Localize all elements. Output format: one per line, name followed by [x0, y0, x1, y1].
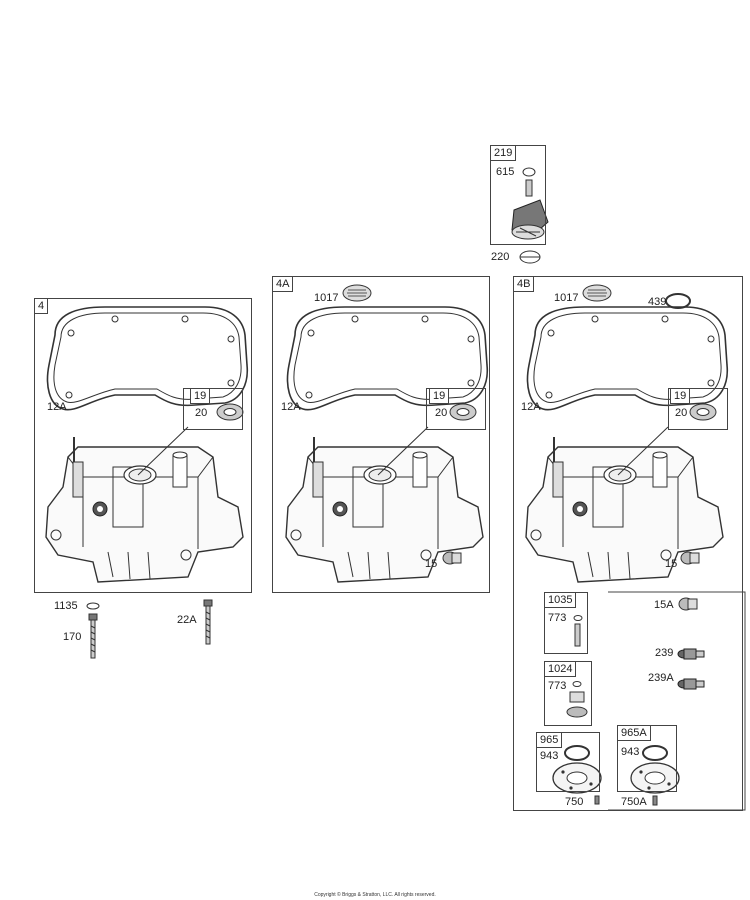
part-170-label: 170 [63, 631, 82, 643]
part-773-label: 773 [548, 680, 567, 692]
bolt-170-drawing [88, 613, 98, 659]
part-1017-label: 1017 [554, 292, 579, 304]
kit-19-tag: 19 [429, 388, 450, 404]
kit-19-frame [668, 388, 728, 430]
kit-219-tag: 219 [490, 145, 517, 161]
kit-19-tag: 19 [670, 388, 691, 404]
part-12a-label: 12A [521, 401, 541, 413]
screw-750a-drawing [652, 795, 658, 806]
part-15a-label: 15A [654, 599, 674, 611]
part-20-label: 20 [435, 407, 448, 419]
part-220-label: 220 [491, 251, 510, 263]
copyright-notice: Copyright © Briggs & Stratton, LLC. All … [314, 892, 436, 898]
kit-19-tag: 19 [190, 388, 211, 404]
kit-4-tag: 4 [34, 298, 49, 314]
kit-4a-frame [272, 276, 490, 593]
part-20-label: 20 [675, 407, 688, 419]
part-615-label: 615 [496, 166, 515, 178]
part-12a-label: 12A [47, 401, 67, 413]
kit-4-frame [34, 298, 252, 593]
kit-219-frame [490, 145, 546, 245]
kit-19-frame [426, 388, 486, 430]
part-439-label: 439 [648, 296, 667, 308]
part-943-label: 943 [621, 746, 640, 758]
part-20-label: 20 [195, 407, 208, 419]
part-15-label: 15 [425, 558, 438, 570]
kit-965a-tag: 965A [617, 725, 651, 741]
valve-1024-drawing [566, 706, 588, 718]
kit-19-frame [183, 388, 243, 430]
part-12a-label: 12A [281, 401, 301, 413]
part-1017-label: 1017 [314, 292, 339, 304]
kit-1024-tag: 1024 [544, 661, 577, 677]
washer-220-drawing [519, 250, 541, 264]
valve-1035-drawing [574, 623, 581, 647]
governor-gear-drawing [511, 167, 549, 240]
part-773-label: 773 [548, 612, 567, 624]
kit-4a-tag: 4A [272, 276, 294, 292]
screw-750-drawing [594, 795, 600, 805]
kit-965-tag: 965 [536, 732, 563, 748]
kit-1035-tag: 1035 [544, 592, 577, 608]
part-750-label: 750 [565, 796, 584, 808]
part-239a-label: 239A [648, 672, 674, 684]
part-750a-label: 750A [621, 796, 647, 808]
washer-1135-drawing [86, 602, 100, 610]
part-239-label: 239 [655, 647, 674, 659]
part-943-label: 943 [540, 750, 559, 762]
part-15-label: 15 [665, 558, 678, 570]
kit-4b-tag: 4B [513, 276, 535, 292]
kit-965-frame [536, 732, 600, 792]
bolt-22a-drawing [203, 599, 213, 645]
part-1135-label: 1135 [54, 600, 78, 612]
part-22a-label: 22A [177, 614, 197, 626]
kit-4b-frame [513, 276, 743, 811]
